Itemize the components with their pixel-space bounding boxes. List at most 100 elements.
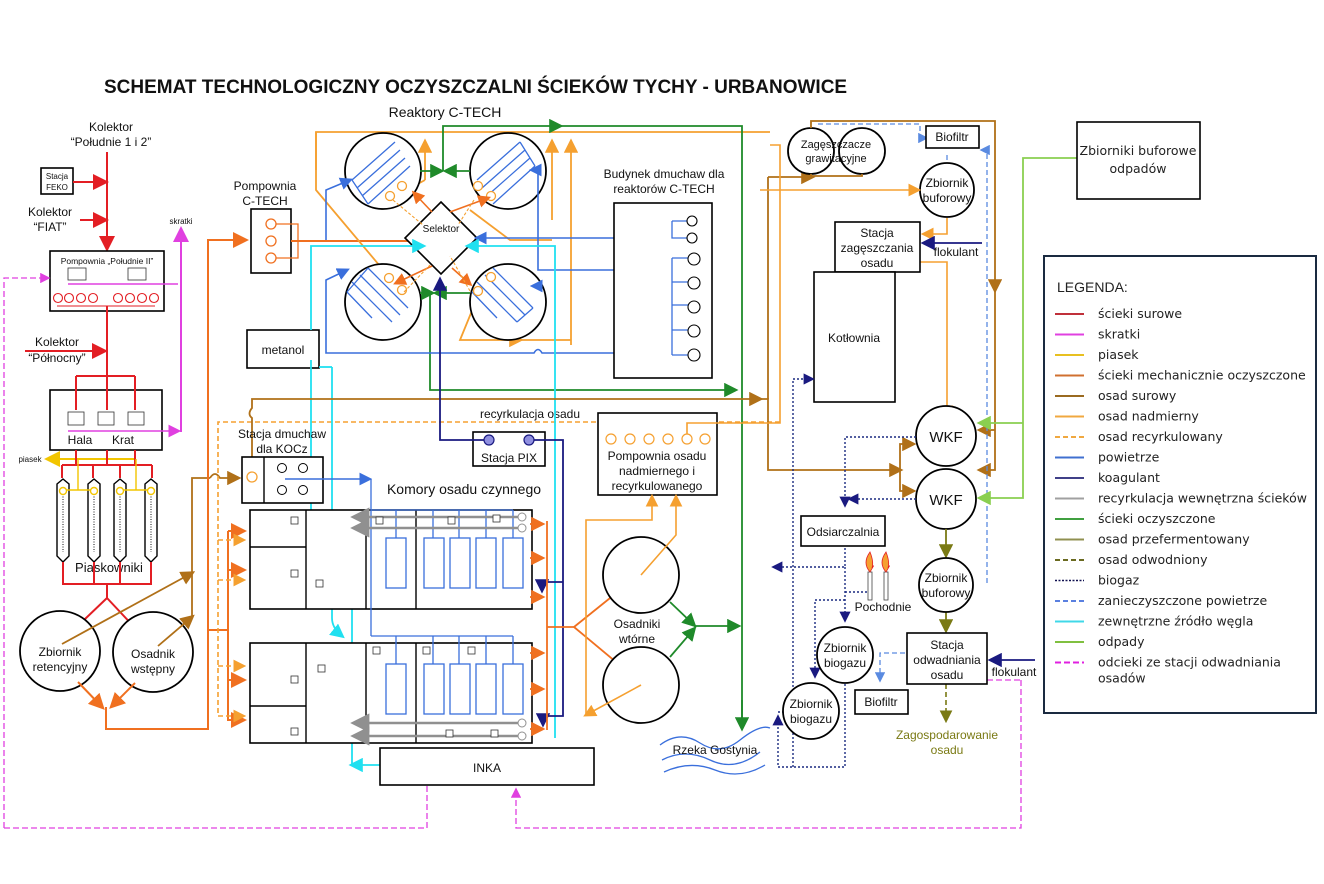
piaskowniki-group — [56, 459, 158, 563]
kotlownia-box — [813, 271, 896, 403]
pompownia-poludnie-label: Pompownia „Południe II” — [61, 256, 154, 266]
zbiornik-biogazu-1 — [816, 626, 874, 684]
kolektor-fiat-label-1: Kolektor — [28, 205, 72, 219]
legend-item: ścieki surowe — [1055, 306, 1182, 321]
pompownia-ctech-label-1: Pompownia — [234, 179, 297, 193]
zbiornik-retencyjny-label-2: retencyjny — [33, 660, 88, 674]
legend-label: ścieki surowe — [1098, 306, 1182, 321]
piaskowniki-label: Piaskowniki — [75, 560, 143, 575]
odsiarczalnia-box — [800, 515, 886, 547]
legend-item: osad odwodniony — [1055, 552, 1208, 567]
legend-item: recyrkulacja wewnętrzna ścieków — [1055, 491, 1307, 506]
legend-item: biogaz — [1055, 573, 1140, 588]
legend-item: ścieki oczyszczone — [1055, 511, 1216, 526]
pochodnie-label: Pochodnie — [855, 600, 912, 614]
zbiornik-buforowy-top-label-2: buforowy — [923, 191, 972, 205]
sludge-section: Zagęszczacze grawitacyjne Biofiltr Zbior… — [760, 120, 1201, 768]
kocz-section: Stacja dmuchaw dla KOCz Stacja PIX Pompo… — [238, 144, 904, 728]
reaktory-ctech-label: Reaktory C-TECH — [389, 104, 502, 120]
legend-item: koagulant — [1055, 470, 1160, 485]
krat-label: Krat — [112, 433, 135, 447]
kotlownia-label: Kotłownia — [828, 331, 880, 345]
osadnik-wstepny-label-2: wstępny — [130, 662, 175, 676]
inflow-section: Kolektor “Południe 1 i 2” Stacja FEKO Ko… — [3, 120, 1022, 829]
legend-label: osad surowy — [1098, 388, 1177, 403]
piasek-label: piasek — [18, 455, 42, 464]
legend-item: osad surowy — [1055, 388, 1177, 403]
zbiornik-retencyjny — [19, 610, 101, 692]
flokulant-top-label: flokulant — [934, 245, 979, 259]
komora-2 — [249, 642, 533, 744]
legend-item: odpady — [1055, 634, 1145, 649]
legend-label: osad recyrkulowany — [1098, 429, 1223, 444]
legend-label: biogaz — [1098, 573, 1140, 588]
legend-label: ścieki mechanicznie oczyszczone — [1098, 368, 1306, 383]
legend-item: osad recyrkulowany — [1055, 429, 1223, 444]
kolektor-polnocny-label-1: Kolektor — [35, 335, 79, 349]
skratki-label: skratki — [169, 217, 192, 226]
reactor-tl — [344, 132, 422, 210]
zbiornik-buforowy-top — [919, 162, 975, 218]
zbiorniki-buforowe-label-2: odpadów — [1110, 161, 1167, 176]
pompownia-osadu-box — [597, 412, 718, 496]
legend-label: piasek — [1098, 347, 1139, 362]
legend-item: zewnętrzne źródło węgla — [1055, 614, 1253, 629]
legend-item: powietrze — [1055, 450, 1160, 465]
mixer-icons — [290, 514, 501, 738]
stacja-zageszczania-label-3: osadu — [861, 256, 894, 270]
komory-label: Komory osadu czynnego — [387, 481, 541, 497]
metanol-box — [246, 329, 320, 369]
osadnik-wstepny-label-1: Osadnik — [131, 647, 176, 661]
legend-label: koagulant — [1098, 470, 1160, 485]
legend-label: ścieki oczyszczone — [1098, 511, 1216, 526]
pompownia-ctech-label-2: C-TECH — [242, 194, 287, 208]
legend-box — [1043, 255, 1317, 714]
zbiornik-biogazu-2-label-2: biogazu — [790, 712, 832, 726]
wkf-2-label: WKF — [929, 492, 962, 509]
stacja-dmuchaw-kocz-label-2: dla KOCz — [256, 442, 307, 456]
zbiorniki-buforowe-odpadow-box — [1076, 121, 1201, 200]
legend-label: zanieczyszczone powietrze — [1098, 593, 1267, 608]
zbiornik-buforowy-bottom-label-1: Zbiornik — [925, 571, 969, 585]
zbiornik-biogazu-2-label-1: Zbiornik — [790, 697, 834, 711]
pompownia-osadu-label-2: nadmiernego i — [619, 464, 695, 478]
osadnik-wstepny — [112, 611, 194, 693]
legend-label-continued: osadów — [1098, 671, 1146, 686]
zbiorniki-buforowe-label-1: Zbiorniki buforowe — [1080, 143, 1197, 158]
stacja-odwadniania-label-3: osadu — [931, 668, 964, 682]
blower-icons — [686, 215, 701, 362]
biofiltr-top-box — [925, 125, 980, 149]
diagram-title: SCHEMAT TECHNOLOGICZNY OCZYSZCZALNI ŚCIE… — [104, 76, 847, 98]
legend-label: skratki — [1098, 327, 1140, 342]
legend-item: osad nadmierny — [1055, 409, 1199, 424]
legend-label: odcieki ze stacji odwadniania — [1098, 655, 1281, 670]
selektor-diamond — [403, 200, 479, 276]
legend-label: osad odwodniony — [1098, 552, 1208, 567]
komory-section: Komory osadu czynnego — [249, 479, 643, 786]
legend-item: skratki — [1055, 327, 1140, 342]
flokulant-bottom-label: flokulant — [992, 665, 1037, 679]
river-waves-icon — [659, 726, 771, 775]
zagospodarowanie-label-1: Zagospodarowanie — [896, 728, 998, 742]
zbiornik-buforowy-top-label-1: Zbiornik — [926, 176, 970, 190]
stacja-odwadniania-label-2: odwadniania — [913, 653, 981, 667]
wkf-1 — [915, 405, 977, 467]
legend-item: zanieczyszczone powietrze — [1055, 593, 1267, 608]
reactor-tr — [469, 132, 547, 210]
zbiornik-buforowy-bottom — [918, 557, 974, 613]
budynek-dmuchaw-label-1: Budynek dmuchaw dla — [604, 167, 725, 181]
metanol-label: metanol — [262, 343, 305, 357]
legend-label: powietrze — [1098, 450, 1160, 465]
pompownia-ctech-box — [250, 208, 292, 274]
zageszczacze-label-1: Zagęszczacze — [801, 139, 871, 151]
stacja-feko-label-2: FEKO — [46, 183, 68, 192]
stacja-dmuchaw-kocz-label-1: Stacja dmuchaw — [238, 427, 326, 441]
legend-label: zewnętrzne źródło węgla — [1098, 614, 1253, 629]
biofiltr-bottom-label: Biofiltr — [864, 695, 897, 709]
zbiornik-biogazu-2 — [782, 682, 840, 740]
torch-icons — [865, 551, 890, 601]
kolektor-poludnie-label-2: “Południe 1 i 2” — [71, 135, 152, 149]
biofiltr-top-label: Biofiltr — [935, 130, 968, 144]
